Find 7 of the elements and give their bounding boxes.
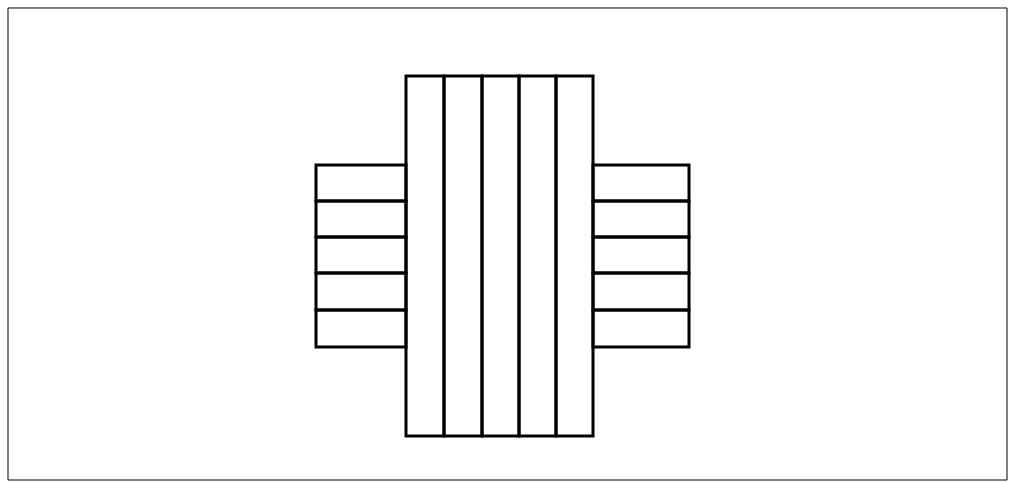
- strip-bar: [314, 308, 408, 349]
- strip-bar: [404, 74, 446, 438]
- strip-bar: [480, 74, 521, 438]
- strip-bar: [442, 74, 484, 438]
- strip-bar: [554, 74, 595, 438]
- strip-bar: [591, 308, 691, 349]
- strip-bar: [517, 74, 558, 438]
